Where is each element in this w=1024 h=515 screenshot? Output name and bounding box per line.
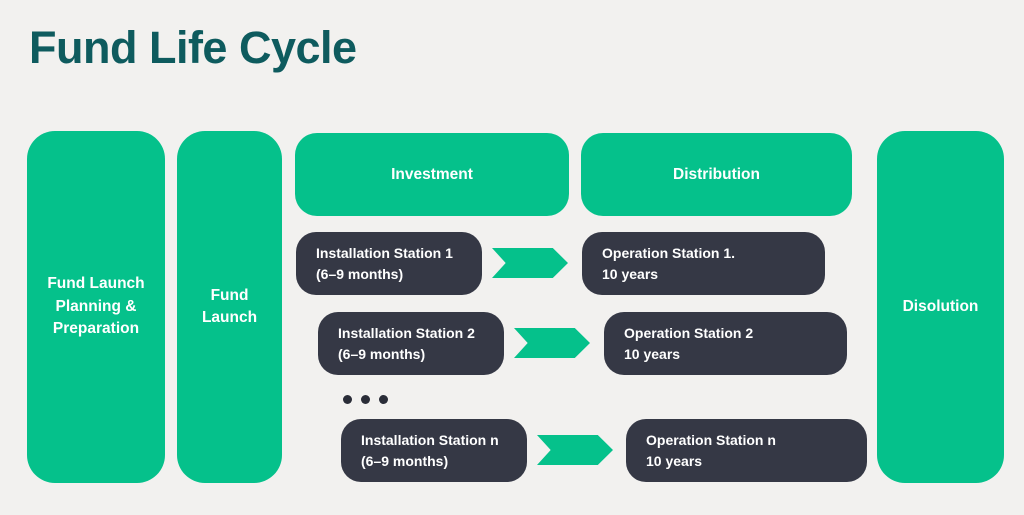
installation-station-n-box: Installation Station n (6–9 months) xyxy=(341,419,527,482)
phase-header-distribution-label: Distribution xyxy=(673,165,760,183)
operation-station-2-title: Operation Station 2 xyxy=(624,324,754,341)
ellipsis-dot xyxy=(361,395,370,404)
stage-disolution-label: Disolution xyxy=(902,297,979,315)
phase-header-investment: Investment xyxy=(295,133,569,216)
operation-station-1-box: Operation Station 1. 10 years xyxy=(582,232,825,295)
installation-station-1-box: Installation Station 1 (6–9 months) xyxy=(296,232,482,295)
operation-station-2-duration: 10 years xyxy=(624,345,681,362)
operation-station-n-box: Operation Station n 10 years xyxy=(626,419,867,482)
stage-fund-launch-planning-label: Fund Launch Planning & Preparation xyxy=(47,275,145,338)
installation-station-2-title: Installation Station 2 xyxy=(338,324,475,341)
stage-fund-launch-label: Fund Launch xyxy=(201,286,258,326)
installation-station-1-title: Installation Station 1 xyxy=(316,244,453,261)
flow-arrow-icon xyxy=(492,248,568,278)
installation-station-2-box: Installation Station 2 (6–9 months) xyxy=(318,312,504,375)
stage-disolution: Disolution xyxy=(877,131,1004,483)
installation-station-n-duration: (6–9 months) xyxy=(361,452,449,469)
stage-fund-launch: Fund Launch xyxy=(177,131,282,483)
operation-station-1-duration: 10 years xyxy=(602,265,659,282)
installation-station-n-title: Installation Station n xyxy=(361,431,499,448)
operation-station-n-title: Operation Station n xyxy=(646,431,776,448)
phase-header-distribution: Distribution xyxy=(581,133,852,216)
installation-station-1-duration: (6–9 months) xyxy=(316,265,404,282)
installation-station-2-duration: (6–9 months) xyxy=(338,345,426,362)
page-title: Fund Life Cycle xyxy=(29,22,357,73)
ellipsis-dots-icon xyxy=(343,395,388,404)
stage-fund-launch-planning: Fund Launch Planning & Preparation xyxy=(27,131,165,483)
ellipsis-dot xyxy=(379,395,388,404)
flow-arrow-icon xyxy=(514,328,590,358)
operation-station-2-box: Operation Station 2 10 years xyxy=(604,312,847,375)
operation-station-n-duration: 10 years xyxy=(646,452,703,469)
flow-arrow-icon xyxy=(537,435,613,465)
operation-station-1-title: Operation Station 1. xyxy=(602,244,736,261)
ellipsis-dot xyxy=(343,395,352,404)
phase-header-investment-label: Investment xyxy=(391,165,473,183)
